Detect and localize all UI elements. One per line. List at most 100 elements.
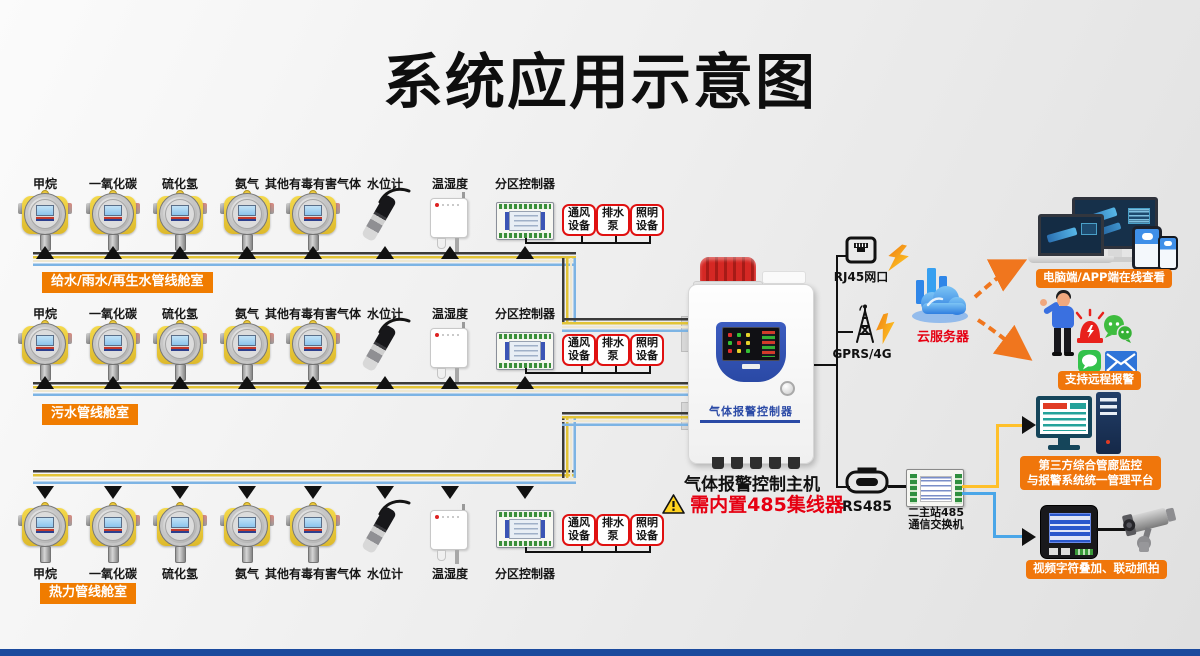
operator-person-icon (1040, 290, 1080, 359)
rs485-stub-line (836, 486, 850, 488)
device-label: 分区控制器 (494, 567, 556, 581)
output-device-box: 排水泵 (596, 334, 630, 366)
cabin-label: 污水管线舱室 (42, 404, 139, 425)
device-label: 氨气 (234, 177, 260, 191)
gas-detector (86, 190, 140, 252)
wire-arrow (104, 246, 122, 259)
cabin-bus-wires (562, 412, 692, 426)
rs485-switch-label: 二主站485 通信交换机 (898, 507, 974, 531)
video-overlay-device (1040, 505, 1098, 559)
temp-humidity-sensor (428, 322, 472, 382)
cabinet-foot (731, 457, 743, 469)
cabinet-foot (750, 457, 762, 469)
link-line-yellow (996, 424, 1024, 427)
wire-arrow (171, 376, 189, 389)
cctv-camera-icon (1122, 507, 1176, 552)
cabin-bus-wires (33, 252, 576, 266)
controller-screen-indicators (728, 333, 732, 337)
output-device-box: 排水泵 (596, 514, 630, 546)
output-tick-line (649, 546, 651, 551)
output-tick-line (581, 546, 583, 551)
gas-detector (220, 190, 274, 252)
wire-arrow (304, 376, 322, 389)
output-bracket-line (525, 242, 651, 244)
device-label: 分区控制器 (494, 177, 556, 191)
cabin-bus-wires (33, 382, 692, 396)
warning-text: 需内置485集线器 (690, 494, 844, 516)
device-label: 甲烷 (32, 567, 58, 581)
rj45-label: RJ45网口 (833, 270, 889, 284)
remote-alarm-badge: 支持远程报警 (1058, 371, 1141, 390)
gas-detector (220, 320, 274, 382)
lightning-icon (876, 312, 895, 345)
controller-warning: 需内置485集线器 (648, 490, 858, 517)
link-line-blue (962, 492, 996, 495)
output-tick-line (525, 368, 527, 372)
cabin-bus-wires (562, 258, 576, 324)
lightning-icon (888, 244, 909, 272)
link-line-yellow (962, 485, 999, 488)
online-view-badge: 电脑端/APP端在线查看 (1036, 269, 1172, 288)
cabinet-foot (769, 457, 781, 469)
wire-arrow (441, 246, 459, 259)
device-label: 硫化氢 (161, 307, 199, 321)
zone-controller-device (496, 202, 554, 240)
water-level-sensor (358, 317, 412, 380)
gas-detector (153, 190, 207, 252)
output-tick-line (615, 366, 617, 372)
switch-label-line1: 二主站485 (908, 506, 964, 519)
platform-badge-line1: 第三方综合管廊监控 (1038, 458, 1143, 472)
water-level-sensor (358, 499, 412, 562)
gas-detector (286, 190, 340, 252)
wire-arrow (104, 486, 122, 499)
workstation-tower-icon (1096, 392, 1121, 454)
device-label: 一氧化碳 (88, 567, 138, 581)
wire-arrow (516, 486, 534, 499)
output-tick-line (615, 236, 617, 242)
device-label: 温湿度 (431, 567, 469, 581)
output-tick-line (581, 366, 583, 372)
output-device-box: 照明设备 (630, 514, 664, 546)
gas-detector (86, 502, 140, 564)
device-label: 氨气 (234, 307, 260, 321)
gas-detector (153, 320, 207, 382)
cabinet-foot (788, 457, 800, 469)
gas-detector (153, 502, 207, 564)
warning-icon (662, 493, 685, 514)
device-label: 其他有毒有害气体 (264, 177, 362, 191)
output-tick-line (581, 236, 583, 242)
device-label: 水位计 (366, 307, 404, 321)
device-label: 其他有毒有害气体 (264, 307, 362, 321)
output-device-box: 照明设备 (630, 204, 664, 236)
cabin-label: 给水/雨水/再生水管线舱室 (42, 272, 213, 293)
device-label: 甲烷 (32, 307, 58, 321)
wire-arrow (36, 376, 54, 389)
gas-detector (286, 502, 340, 564)
alarm-beacon-icon (700, 257, 756, 283)
device-label: 其他有毒有害气体 (264, 567, 362, 581)
wire-arrow (376, 246, 394, 259)
gas-detector (18, 502, 72, 564)
wire-arrow (36, 486, 54, 499)
rs485-plug-icon (845, 467, 889, 494)
link-line-blue (993, 492, 996, 538)
device-label: 温湿度 (431, 177, 469, 191)
controller-logo (742, 364, 760, 369)
rj45-icon (845, 236, 877, 264)
output-bracket-line (525, 551, 651, 553)
output-device-box: 排水泵 (596, 204, 630, 236)
device-label: 甲烷 (32, 177, 58, 191)
wire-arrow (376, 376, 394, 389)
wire-arrow (304, 246, 322, 259)
workstation-monitor-base (1048, 445, 1080, 450)
device-label: 分区控制器 (494, 307, 556, 321)
output-tick-line (525, 547, 527, 551)
mounting-bracket (762, 271, 806, 284)
cabinet-foot (712, 457, 724, 469)
link-arrow (1022, 528, 1036, 546)
temp-humidity-sensor (428, 504, 472, 564)
controller-device-label: 气体报警控制器 (709, 405, 793, 418)
device-label: 一氧化碳 (88, 307, 138, 321)
device-label: 水位计 (366, 177, 404, 191)
